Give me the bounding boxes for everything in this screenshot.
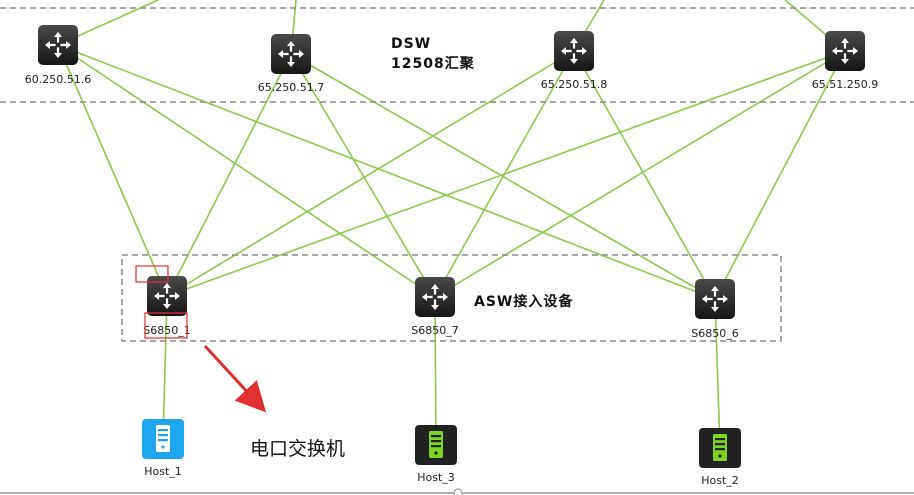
switch-label-s6850-1: S6850_1	[143, 324, 190, 337]
host-node-host-2[interactable]	[699, 428, 741, 468]
dsw-zone-title: DSW	[391, 36, 431, 52]
host-label-host-2: Host_2	[701, 474, 739, 487]
switch-node-65-51-250-9[interactable]	[825, 31, 865, 71]
link-d2-a2	[290, 53, 436, 298]
switch-node-s6850-7[interactable]	[415, 277, 455, 317]
switch-arrows-icon	[702, 286, 728, 312]
highlight-box-upper	[135, 265, 169, 283]
link-d1-a3	[57, 44, 716, 300]
link-d4-a2	[434, 50, 846, 298]
link-a1-h1	[162, 295, 168, 440]
switch-arrows-icon	[422, 284, 448, 310]
switch-label-60-250-51-6: 60.250.51.6	[25, 73, 91, 86]
highlight-box-lower	[144, 312, 188, 339]
switch-arrows-icon	[278, 41, 304, 67]
switch-node-s6850-1[interactable]	[147, 276, 187, 316]
switch-arrows-icon	[45, 32, 71, 58]
link-layer	[57, 0, 846, 449]
host-node-host-1[interactable]	[142, 419, 184, 459]
link-a2-h3	[434, 296, 437, 446]
annotation-arrow	[203, 344, 267, 413]
switch-label-s6850-6: S6850_6	[691, 327, 738, 340]
switch-label-65-250-51-7: 65.250.51.7	[258, 81, 324, 94]
host-label-host-1: Host_1	[144, 465, 182, 478]
link-d3-a1	[166, 50, 575, 297]
host-node-host-3[interactable]	[415, 425, 457, 465]
link-d3-a3	[573, 50, 716, 300]
link-d4-a3	[714, 50, 846, 300]
switch-arrows-icon	[832, 38, 858, 64]
link-a3-h2	[714, 298, 721, 449]
server-icon	[156, 425, 170, 452]
dsw-zone-subtitle: 12508汇聚	[391, 56, 475, 72]
switch-node-60-250-51-6[interactable]	[38, 25, 78, 65]
link-d1-a1	[57, 44, 168, 297]
bottom-handle[interactable]	[453, 488, 463, 495]
switch-node-s6850-6[interactable]	[695, 279, 735, 319]
server-icon	[713, 434, 727, 461]
link-d1-a2	[57, 44, 436, 298]
asw-zone-title: ASW接入设备	[474, 293, 573, 310]
switch-node-65-250-51-7[interactable]	[271, 34, 311, 74]
switch-arrows-icon	[561, 38, 587, 64]
server-icon	[429, 431, 443, 458]
link-d4-a1	[166, 50, 846, 297]
annotation-text: 电口交换机	[250, 438, 345, 460]
switch-label-s6850-7: S6850_7	[411, 324, 458, 337]
host-label-host-3: Host_3	[417, 471, 455, 484]
switch-label-65-51-250-9: 65.51.250.9	[812, 78, 878, 91]
switch-arrows-icon	[154, 283, 180, 309]
asw-zone-box	[121, 254, 782, 342]
switch-label-65-250-51-8: 65.250.51.8	[541, 78, 607, 91]
switch-node-65-250-51-8[interactable]	[554, 31, 594, 71]
